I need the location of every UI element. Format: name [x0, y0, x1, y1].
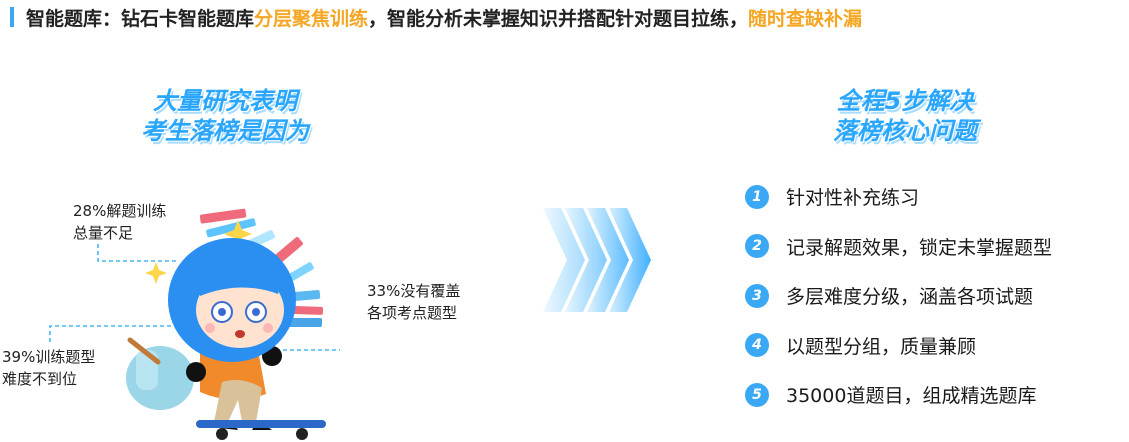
reason-3-line-1: 39%训练题型: [2, 348, 96, 366]
reason-1: 28%解题训练 总量不足: [73, 200, 166, 244]
step-item-3: 3 多层难度分级，涵盖各项试题: [745, 271, 1052, 321]
header-text-1: 智能题库：钻石卡智能题库: [26, 7, 255, 30]
step-number-badge: 1: [745, 184, 769, 209]
chevron-arrows-icon: [543, 208, 651, 312]
header-accent-bar: [10, 7, 14, 27]
step-item-4: 4 以题型分组，质量兼顾: [745, 321, 1052, 371]
step-item-2: 2 记录解题效果，锁定未掌握题型: [745, 222, 1052, 272]
step-number-badge: 2: [745, 234, 769, 259]
right-title-line-1: 全程5步解决: [836, 87, 974, 115]
mascot-head: [168, 238, 296, 362]
callout-line-2: [272, 349, 340, 351]
reason-1-line-2: 总量不足: [73, 224, 134, 242]
left-title: 大量研究表明 考生落榜是因为: [110, 86, 340, 146]
step-number-badge: 5: [745, 382, 769, 407]
reason-3: 39%训练题型 难度不到位: [2, 346, 95, 390]
left-title-line-1: 大量研究表明: [153, 87, 297, 115]
header-highlight-2: 随时查缺补漏: [748, 7, 863, 30]
step-item-5: 5 35000道题目，组成精选题库: [745, 370, 1052, 420]
step-number-badge: 4: [745, 333, 769, 358]
sparkle-icon: [145, 220, 252, 284]
mascot-illustration: [49, 208, 340, 440]
step-text: 多层难度分级，涵盖各项试题: [786, 286, 1034, 309]
backpack-icon: [126, 337, 194, 410]
reason-3-line-2: 难度不到位: [2, 370, 78, 388]
step-text: 针对性补充练习: [786, 187, 920, 210]
header-banner: 智能题库：钻石卡智能题库 分层聚焦训练 ，智能分析未掌握知识并搭配针对题目拉练，…: [10, 2, 862, 32]
left-title-line-2: 考生落榜是因为: [141, 117, 309, 145]
header-highlight-1: 分层聚焦训练: [254, 7, 369, 30]
skateboard-icon: [196, 420, 326, 440]
header-text-2: ，智能分析未掌握知识并搭配针对题目拉练，: [368, 7, 749, 30]
step-item-1: 1 针对性补充练习: [745, 172, 1052, 222]
reason-2: 33%没有覆盖 各项考点题型: [367, 280, 460, 324]
steps-list: 1 针对性补充练习 2 记录解题效果，锁定未掌握题型 3 多层难度分级，涵盖各项…: [745, 172, 1052, 420]
step-text: 以题型分组，质量兼顾: [786, 335, 977, 358]
reason-2-line-2: 各项考点题型: [367, 304, 458, 322]
callout-line-1: [97, 244, 178, 262]
right-title: 全程5步解决 落榜核心问题: [790, 86, 1020, 146]
right-title-line-2: 落榜核心问题: [833, 117, 977, 145]
step-text: 35000道题目，组成精选题库: [786, 385, 1037, 408]
reason-1-line-1: 28%解题训练: [73, 202, 167, 220]
reason-2-line-1: 33%没有覆盖: [367, 282, 461, 300]
callout-line-3: [49, 325, 190, 342]
step-number-badge: 3: [745, 283, 769, 308]
step-text: 记录解题效果，锁定未掌握题型: [786, 236, 1053, 259]
